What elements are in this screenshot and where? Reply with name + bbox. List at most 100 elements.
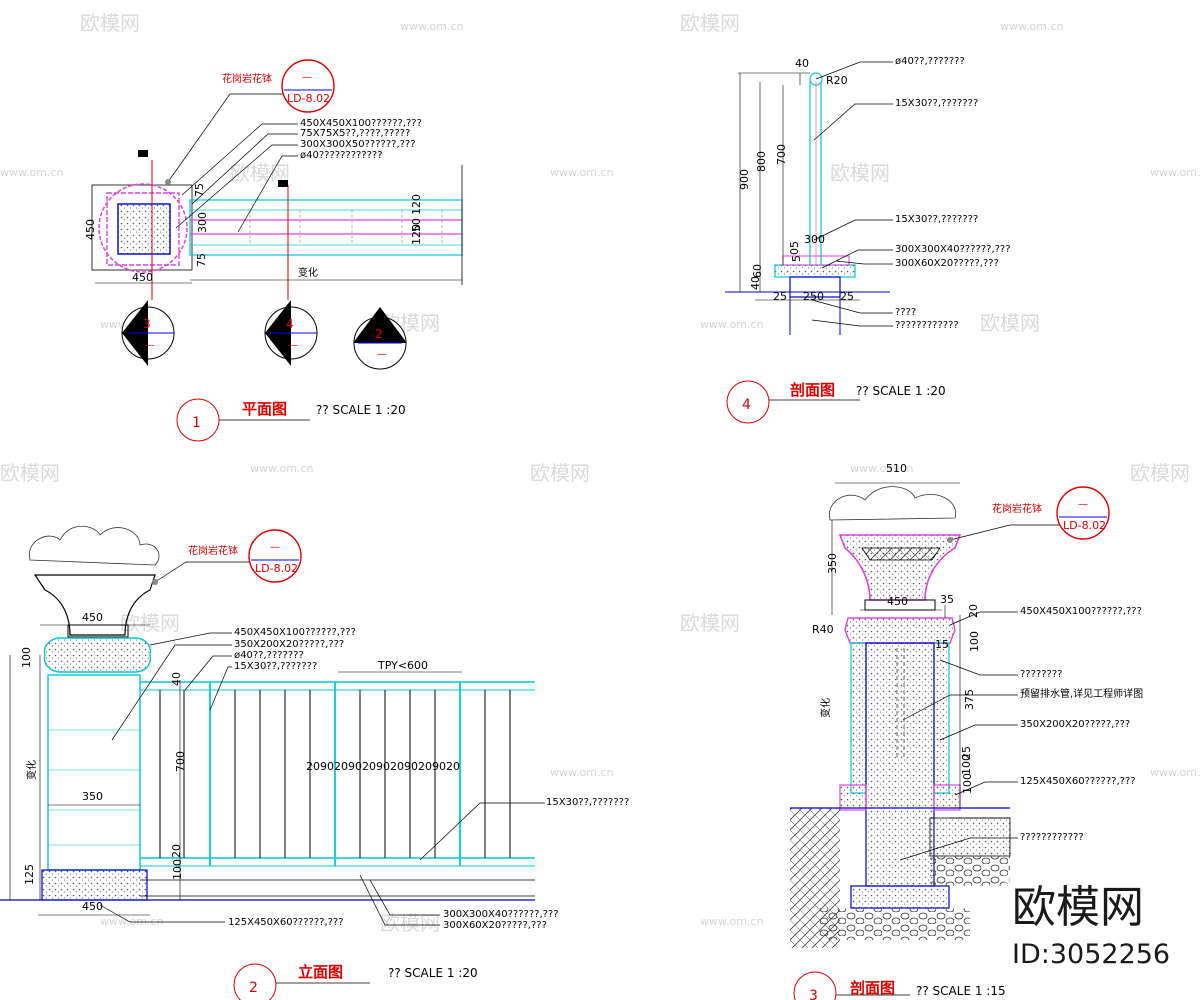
svg-text:????????????: ???????????? [1020, 832, 1084, 843]
svg-text:75: 75 [195, 253, 208, 267]
svg-text:平面图: 平面图 [242, 400, 287, 418]
svg-text:120: 120 [410, 224, 423, 245]
svg-text:欧模网: 欧模网 [830, 161, 890, 185]
svg-text:15X30??,???????: 15X30??,??????? [234, 661, 317, 672]
svg-text:250: 250 [803, 290, 824, 303]
svg-text:预留排水管,详见工程师详图: 预留排水管,详见工程师详图 [1020, 687, 1143, 700]
elevation-view: 450 100 变化 350 125 450 40 700 20 100 TPY… [0, 525, 629, 1000]
svg-text:花岗岩花钵: 花岗岩花钵 [992, 502, 1042, 515]
svg-text:—: — [377, 349, 387, 360]
svg-text:欧模网: 欧模网 [1012, 882, 1144, 933]
svg-text:4: 4 [286, 317, 294, 331]
svg-text:125X450X60??????,???: 125X450X60??????,??? [1020, 776, 1136, 787]
svg-text:15: 15 [935, 638, 949, 651]
svg-text:75X75X5??,????,?????: 75X75X5??,????,????? [300, 128, 410, 139]
section-4-view: 40 R20 900 800 700 300 5 05 60 40 25 250… [725, 56, 1011, 424]
svg-text:????: ???? [895, 307, 916, 318]
svg-text:?? SCALE 1 :20: ?? SCALE 1 :20 [856, 384, 946, 398]
svg-text:125X450X60??????,???: 125X450X60??????,??? [228, 917, 344, 928]
svg-text:www.om.cn: www.om.cn [100, 915, 163, 928]
svg-text:50: 50 [410, 218, 423, 232]
svg-text:www.om.cn: www.om.cn [1150, 166, 1200, 179]
plan-title: 1 平面图 ?? SCALE 1 :20 [176, 398, 406, 442]
svg-text:TPY<600: TPY<600 [377, 659, 428, 672]
svg-text:25: 25 [773, 290, 787, 303]
svg-text:欧模网: 欧模网 [1130, 461, 1190, 485]
svg-text:欧模网: 欧模网 [530, 461, 590, 485]
svg-text:300X300X40??????,???: 300X300X40??????,??? [895, 244, 1011, 255]
svg-text:2090209020902090209020: 2090209020902090209020 [306, 760, 460, 773]
svg-text:LD-8.02: LD-8.02 [287, 92, 330, 105]
svg-text:100: 100 [968, 631, 981, 652]
svg-text:350X200X20?????,???: 350X200X20?????,??? [1020, 719, 1130, 730]
svg-text:15X30??,???????: 15X30??,??????? [546, 797, 629, 808]
svg-text:450: 450 [82, 900, 103, 913]
svg-text:www.om.cn: www.om.cn [250, 462, 313, 475]
section-marker-2: 2 — [353, 307, 407, 370]
svg-text:?? SCALE 1 :20: ?? SCALE 1 :20 [316, 403, 406, 417]
svg-text:450: 450 [132, 271, 153, 284]
svg-text:立面图: 立面图 [298, 963, 343, 981]
svg-text:450X450X100??????,???: 450X450X100??????,??? [1020, 606, 1142, 617]
section-marker-4: 4 — [264, 300, 318, 366]
svg-text:????????: ???????? [1020, 669, 1062, 680]
section-3-view: 510 350 450 35 R40 20 15 100 375 25 100 … [790, 462, 1143, 1000]
svg-text:—: — [302, 72, 312, 83]
svg-text:100: 100 [171, 859, 184, 880]
svg-text:20: 20 [967, 604, 980, 618]
svg-text:—: — [270, 542, 280, 553]
svg-text:450: 450 [887, 595, 908, 608]
svg-text:变化: 变化 [298, 266, 318, 279]
svg-text:R20: R20 [826, 74, 848, 87]
svg-text:75: 75 [193, 183, 206, 197]
svg-text:300X60X20?????,???: 300X60X20?????,??? [443, 920, 547, 931]
svg-text:5: 5 [790, 255, 803, 262]
svg-text:欧模网: 欧模网 [80, 11, 140, 35]
svg-text:欧模网: 欧模网 [120, 611, 180, 635]
svg-text:?? SCALE 1 :20: ?? SCALE 1 :20 [388, 966, 478, 980]
svg-text:120: 120 [410, 194, 423, 215]
svg-text:花岗岩花钵: 花岗岩花钵 [222, 72, 272, 85]
svg-text:350: 350 [826, 553, 839, 574]
svg-text:www.om.cn: www.om.cn [400, 20, 463, 33]
svg-text:05: 05 [788, 241, 801, 255]
svg-text:40: 40 [170, 672, 183, 686]
svg-text:ø40??,???????: ø40??,??????? [895, 56, 965, 67]
svg-text:欧模网: 欧模网 [380, 911, 440, 935]
svg-text:700: 700 [775, 144, 788, 165]
svg-text:欧模网: 欧模网 [980, 311, 1040, 335]
svg-text:剖面图: 剖面图 [790, 381, 835, 399]
svg-text:欧模网: 欧模网 [0, 461, 60, 485]
svg-text:40: 40 [795, 57, 809, 70]
svg-text:300X60X20?????,???: 300X60X20?????,??? [895, 258, 999, 269]
svg-text:35: 35 [940, 593, 954, 606]
svg-text:????????????: ???????????? [895, 320, 959, 331]
svg-text:100: 100 [960, 754, 973, 775]
svg-text:900: 900 [738, 169, 751, 190]
svg-text:www.om.cn: www.om.cn [0, 166, 63, 179]
svg-text:花岗岩花钵: 花岗岩花钵 [188, 544, 238, 557]
svg-text:www.om.cn: www.om.cn [700, 318, 763, 331]
svg-text:25: 25 [960, 746, 973, 760]
svg-text:350: 350 [82, 790, 103, 803]
plan-view: 450 450 75 300 75 120 120 50 变化 花岗岩花钵 — … [84, 59, 463, 442]
cut-mark [138, 150, 148, 157]
svg-text:剖面图: 剖面图 [850, 979, 895, 997]
svg-text:300X300X50??????,???: 300X300X50??????,??? [300, 139, 416, 150]
svg-text:www.om.cn: www.om.cn [700, 915, 763, 928]
svg-text:375: 375 [963, 689, 976, 710]
svg-text:450X450X100??????,???: 450X450X100??????,??? [300, 118, 422, 129]
svg-text:LD-8.02: LD-8.02 [1063, 519, 1106, 532]
svg-text:300X300X40??????,???: 300X300X40??????,??? [443, 909, 559, 920]
svg-text:450: 450 [84, 219, 97, 240]
svg-text:450X450X100??????,???: 450X450X100??????,??? [234, 627, 356, 638]
svg-text:—: — [1078, 499, 1088, 510]
svg-text:ø40????????????: ø40???????????? [300, 150, 383, 161]
svg-text:25: 25 [840, 290, 854, 303]
svg-text:—: — [145, 340, 155, 351]
svg-text:www.om.cn: www.om.cn [1150, 766, 1200, 779]
svg-text:700: 700 [174, 751, 187, 772]
section-4-title: 4 剖面图 ?? SCALE 1 :20 [726, 380, 946, 424]
svg-text:125: 125 [23, 864, 36, 885]
svg-text:ID:3052256: ID:3052256 [1012, 939, 1170, 970]
